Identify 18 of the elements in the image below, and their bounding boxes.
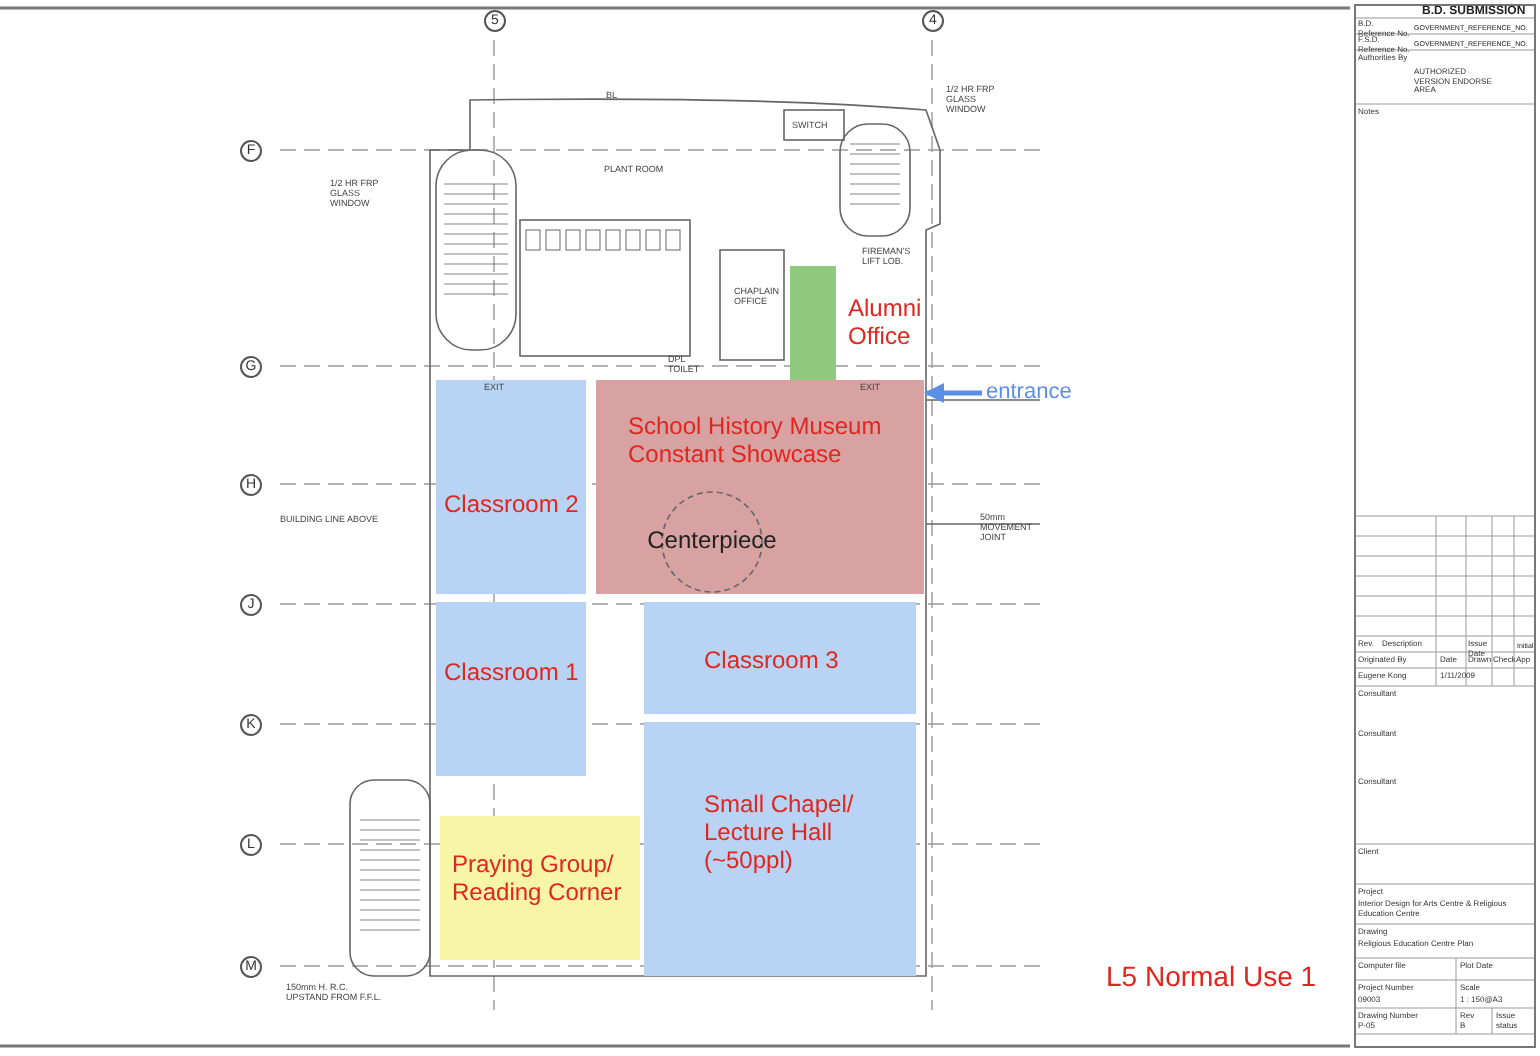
zone-label: Classroom 2	[444, 490, 581, 518]
room-label: Alumni Office	[848, 294, 924, 350]
entrance-arrow	[924, 383, 982, 403]
zone-label: Classroom 3	[704, 646, 841, 674]
zone-label: Classroom 1	[444, 658, 581, 686]
office-zone	[790, 266, 836, 380]
room-label: Centerpiece	[645, 526, 779, 554]
chapel-zone	[644, 722, 916, 976]
zone-label: School History Museum Constant Showcase	[628, 412, 884, 468]
zone-label: Small Chapel/ Lecture Hall (~50ppl)	[704, 790, 856, 874]
classroom-zone	[436, 380, 586, 594]
zone-label: Praying Group/ Reading Corner	[452, 850, 624, 906]
classroom-zone	[644, 602, 916, 714]
entrance-label: entrance	[986, 378, 1074, 406]
museum-zone	[596, 380, 924, 594]
plan-title: L5 Normal Use 1	[1106, 960, 1317, 993]
classroom-zone	[436, 602, 586, 776]
reading-corner-zone	[440, 816, 640, 960]
